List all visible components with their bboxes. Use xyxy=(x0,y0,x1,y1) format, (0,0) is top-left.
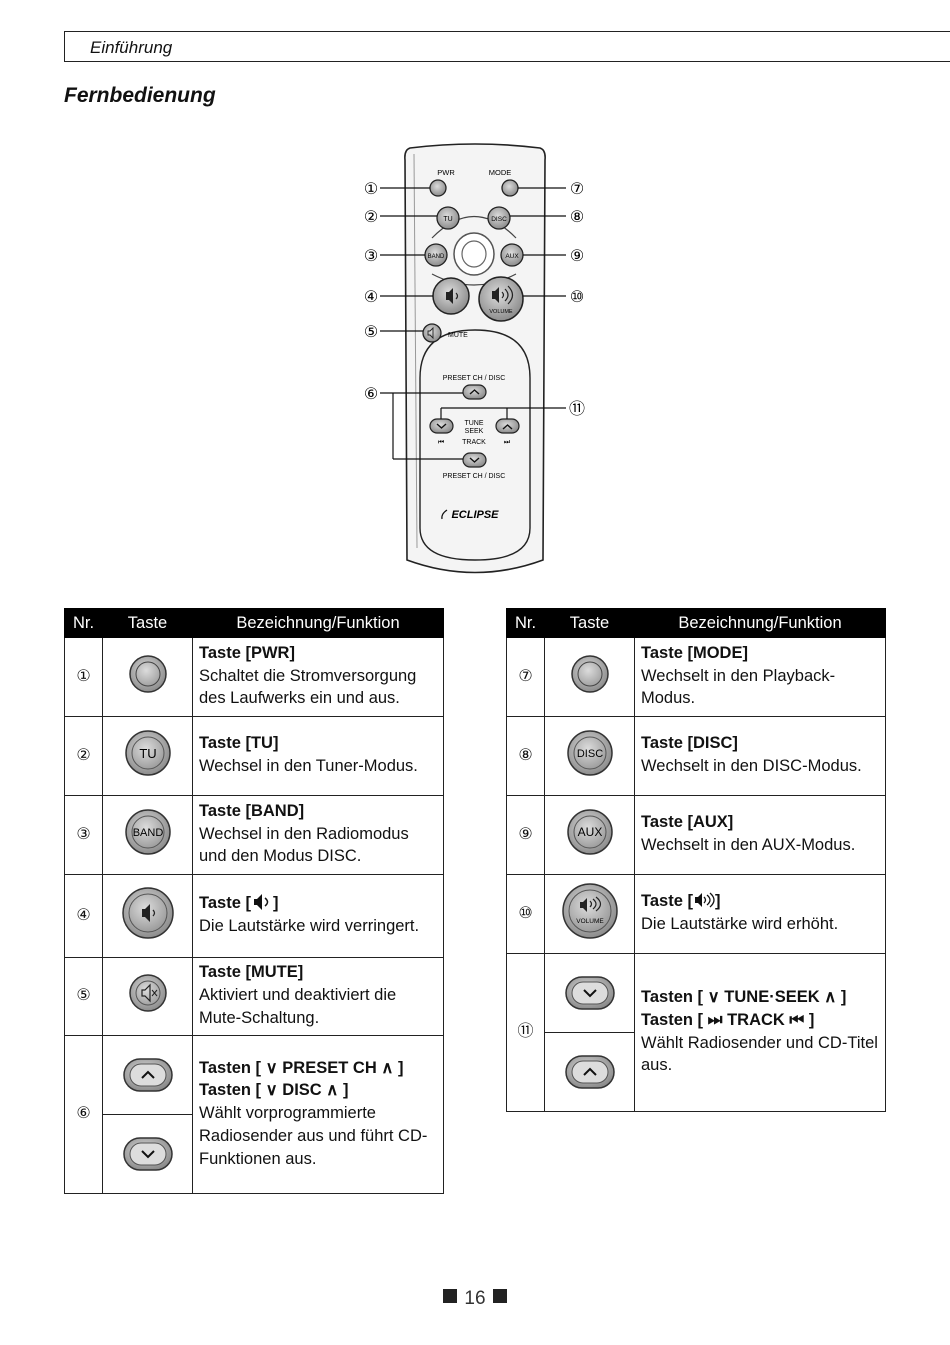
pwr-button-icon xyxy=(128,654,167,693)
preset-down-button[interactable] xyxy=(462,452,487,468)
pwr-button[interactable] xyxy=(429,179,447,197)
svg-text:TU: TU xyxy=(443,216,452,223)
pwr-label: PWR xyxy=(437,168,455,177)
chevron-up-button-icon xyxy=(564,1055,615,1089)
table-row: ③ BAND Taste [BAND]Wechsel in den Radiom… xyxy=(64,795,444,875)
preset-up-button[interactable] xyxy=(462,384,487,400)
svg-text:VOLUME: VOLUME xyxy=(576,918,604,925)
tune-up-button[interactable] xyxy=(495,418,520,434)
callout-5: ⑤ xyxy=(364,324,378,341)
svg-text:TU: TU xyxy=(139,746,156,761)
svg-text:PRESET CH / DISC: PRESET CH / DISC xyxy=(443,473,506,480)
table-row: ① Taste [PWR]Schaltet die Stromversorgun… xyxy=(64,637,444,717)
tu-button-icon: TU xyxy=(124,729,171,776)
volume-up-button[interactable] xyxy=(478,276,524,322)
page-title: Fernbedienung xyxy=(64,84,216,107)
callout-7: ⑦ xyxy=(570,181,584,198)
chevron-down-button-icon xyxy=(122,1137,173,1171)
tu-button[interactable] xyxy=(436,206,460,230)
table-row: ⑤ Taste [MUTE]Aktiviert und deaktiviert … xyxy=(64,957,444,1036)
section-header: Einführung xyxy=(64,31,950,62)
table-row: ⑦ Taste [MODE]Wechselt in den Playback-M… xyxy=(506,637,886,717)
mute-button[interactable] xyxy=(422,323,442,343)
table-row: ⑪ Tasten [ ∨ TUNE·SEEK ∧ ] Tasten [ ⏭ TR… xyxy=(506,953,886,1112)
callout-4: ④ xyxy=(364,289,378,306)
volume-down-button-icon xyxy=(121,886,174,939)
svg-text:⏮: ⏮ xyxy=(438,439,444,446)
remote-lower-panel xyxy=(419,329,531,561)
svg-text:TRACK: TRACK xyxy=(462,439,486,446)
aux-button-icon: AUX xyxy=(566,808,613,855)
header-taste: Taste xyxy=(102,608,193,638)
callout-10: ⑩ xyxy=(570,289,584,306)
svg-text:BAND: BAND xyxy=(132,827,163,839)
callout-1: ① xyxy=(364,181,378,198)
brand-logo: ECLIPSE xyxy=(451,509,499,521)
svg-text:BAND: BAND xyxy=(428,254,445,260)
svg-text:AUX: AUX xyxy=(505,253,519,260)
callout-11: ⑪ xyxy=(569,400,585,418)
callout-6: ⑥ xyxy=(364,386,378,403)
speaker-icon xyxy=(446,288,453,304)
table-row: ⑧ DISC Taste [DISC]Wechselt in den DISC-… xyxy=(506,716,886,796)
remote-control-illustration: PWR MODE TU DISC BAND AUX VOLUME MUTE PR… xyxy=(364,143,585,574)
mode-label: MODE xyxy=(489,168,512,177)
mute-button-icon xyxy=(128,974,167,1012)
table-row: ④ Taste [] Die Lautstärke wird verringer… xyxy=(64,874,444,958)
svg-text:MUTE: MUTE xyxy=(448,332,468,339)
mode-button[interactable] xyxy=(501,179,519,197)
mute-speaker-icon xyxy=(427,326,434,340)
svg-text:VOLUME: VOLUME xyxy=(489,309,513,315)
mode-button-icon xyxy=(570,654,609,693)
svg-text:PRESET CH / DISC: PRESET CH / DISC xyxy=(443,375,506,382)
speaker-loud-icon xyxy=(492,287,499,303)
table-row: ② TU Taste [TU]Wechsel in den Tuner-Modu… xyxy=(64,716,444,796)
svg-text:DISC: DISC xyxy=(491,216,507,223)
speaker-loud-icon xyxy=(694,892,715,908)
disc-button[interactable] xyxy=(487,206,511,230)
button-table-left: Nr. Taste Bezeichnung/Funktion ① Taste [… xyxy=(64,608,444,1194)
header-nr: Nr. xyxy=(64,608,103,638)
svg-text:DISC: DISC xyxy=(576,748,602,760)
header-function: Bezeichnung/Funktion xyxy=(192,608,444,638)
chevron-down-button-icon xyxy=(564,976,615,1010)
table-row: ⑥ Tasten [ ∨ PRESET CH ∧ ] Tasten [ ∨ DI… xyxy=(64,1035,444,1194)
volume-up-button-icon: VOLUME xyxy=(561,882,618,939)
callout-9: ⑨ xyxy=(570,248,584,265)
svg-text:SEEK: SEEK xyxy=(465,428,484,435)
band-button-icon: BAND xyxy=(124,808,171,855)
table-row: ⑩ VOLUME Taste [] Die Lautstärke wird er… xyxy=(506,874,886,954)
svg-text:AUX: AUX xyxy=(577,825,602,839)
speaker-icon xyxy=(253,894,269,911)
table-row: ⑨ AUX Taste [AUX]Wechselt in den AUX-Mod… xyxy=(506,795,886,875)
callout-3: ③ xyxy=(364,248,378,265)
svg-text:⏭: ⏭ xyxy=(504,439,511,446)
button-table-right: Nr. Taste Bezeichnung/Funktion ⑦ Taste [… xyxy=(506,608,886,1112)
chevron-up-button-icon xyxy=(122,1058,173,1092)
svg-text:TUNE: TUNE xyxy=(464,420,483,427)
disc-button-icon: DISC xyxy=(566,729,613,776)
callout-8: ⑧ xyxy=(570,209,584,226)
section-title: Einführung xyxy=(90,38,173,57)
page-number: 16 xyxy=(0,1288,950,1310)
tune-down-button[interactable] xyxy=(429,418,454,434)
callout-2: ② xyxy=(364,209,378,226)
